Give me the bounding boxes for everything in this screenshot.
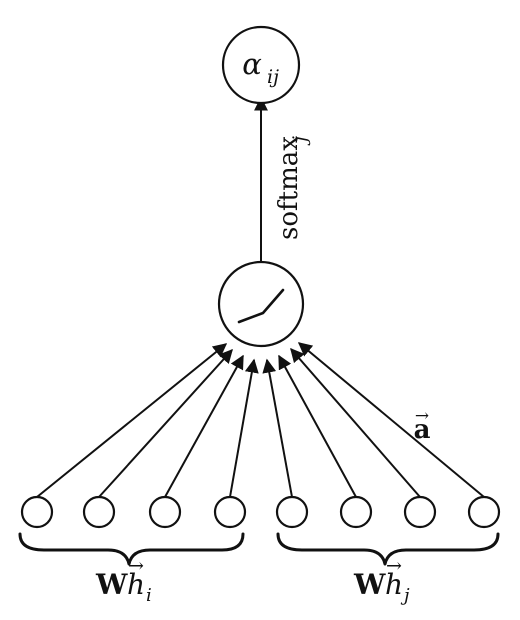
alpha-subscript: ij <box>267 66 279 88</box>
right-brace <box>276 532 500 566</box>
attention-vector-label: a → <box>414 406 431 445</box>
input-edge-2 <box>98 348 233 498</box>
attention-vector-arrow: → <box>415 406 429 426</box>
left-vector-letter: h <box>127 568 145 601</box>
alpha-symbol: α <box>242 47 262 81</box>
input-edges <box>36 342 485 498</box>
softmax-label: softmax j <box>274 136 311 240</box>
softmax-subscript: j <box>289 136 311 146</box>
input-node-1 <box>20 495 54 529</box>
right-group-label: W → h j <box>353 555 410 606</box>
input-node-4 <box>213 495 247 529</box>
attention-vector-letter: a <box>414 415 431 445</box>
right-vector-subscript: j <box>400 585 410 606</box>
left-matrix-symbol: W <box>95 568 128 601</box>
input-node-8 <box>467 495 501 529</box>
leaky-relu-icon <box>237 288 285 324</box>
output-node: α ij <box>221 25 301 105</box>
input-edge-3 <box>164 354 244 498</box>
input-node-2 <box>82 495 116 529</box>
left-brace <box>18 532 245 566</box>
right-matrix-symbol: W <box>353 568 386 601</box>
input-node-3 <box>148 495 182 529</box>
left-vector-subscript: i <box>146 585 152 606</box>
input-edge-5 <box>262 358 293 498</box>
input-node-5 <box>275 495 309 529</box>
input-edge-7 <box>290 347 421 498</box>
left-group-label: W → h i <box>95 555 152 606</box>
right-vector-letter: h <box>385 568 403 601</box>
left-vector-arrow: → <box>128 555 144 577</box>
input-nodes <box>20 495 501 529</box>
activation-node <box>217 260 305 348</box>
input-edge-4 <box>229 358 259 498</box>
input-node-6 <box>339 495 373 529</box>
right-vector-arrow: → <box>386 555 402 577</box>
input-node-7 <box>403 495 437 529</box>
input-edge-8 <box>297 342 485 498</box>
input-edge-1 <box>36 343 228 498</box>
input-edge-6 <box>278 354 357 498</box>
softmax-text: softmax <box>274 136 304 240</box>
